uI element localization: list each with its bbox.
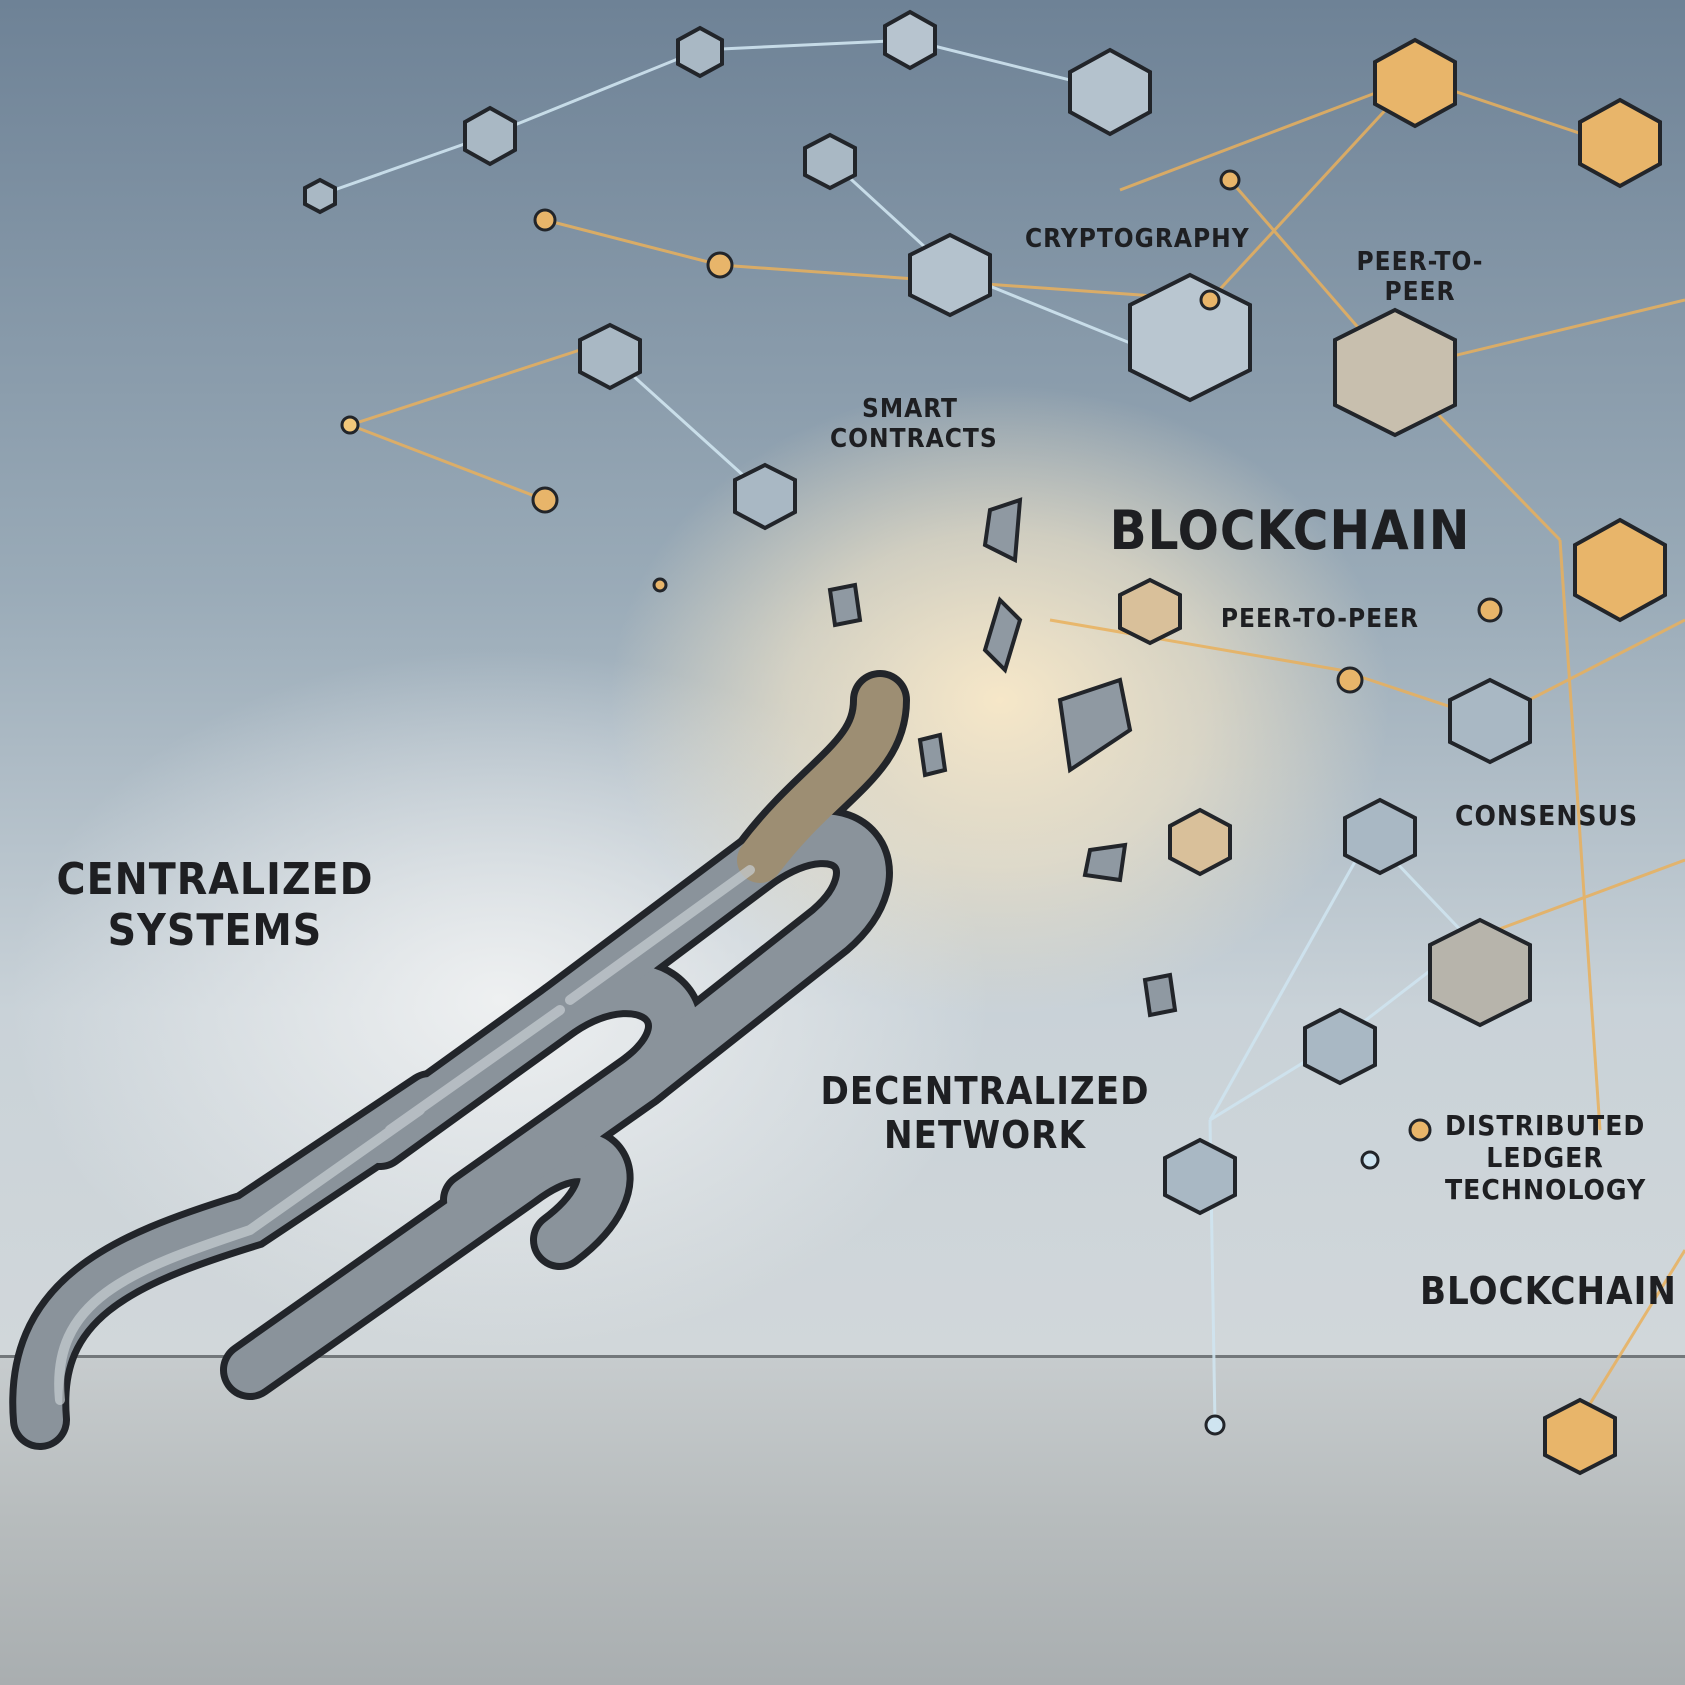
- blockchain-node-icon: [883, 9, 937, 71]
- label-peer-to-peer-mid: PEER-TO-PEER: [1220, 604, 1420, 634]
- blockchain-node-icon: [1448, 677, 1532, 765]
- blockchain-node-icon: [1373, 37, 1457, 129]
- label-smart-contracts: SMART CONTRACTS: [830, 394, 998, 454]
- blockchain-node-icon: [303, 177, 337, 215]
- blockchain-node-icon: [803, 132, 857, 191]
- blockchain-node-icon: [578, 322, 642, 391]
- cracked-ground: [0, 1355, 1685, 1685]
- label-cryptography: CRYPTOGRAPHY: [1025, 224, 1250, 254]
- label-decentralized-network: DECENTRALIZED NETWORK: [820, 1069, 1150, 1157]
- label-centralized-systems: CENTRALIZED SYSTEMS: [56, 854, 374, 956]
- horizon-line: [0, 1355, 1685, 1358]
- blockchain-node-icon: [1118, 577, 1182, 646]
- label-consensus: CONSENSUS: [1455, 799, 1639, 832]
- blockchain-node-icon: [733, 462, 797, 531]
- blockchain-node-icon: [1068, 47, 1152, 137]
- blockchain-node-icon: [1168, 807, 1232, 877]
- blockchain-node-icon: [676, 25, 724, 79]
- label-peer-to-peer-top: PEER-TO-PEER: [1356, 247, 1484, 307]
- blockchain-node-icon: [1303, 1007, 1377, 1086]
- blockchain-node-icon: [1343, 797, 1417, 876]
- blockchain-node-icon: [908, 232, 992, 318]
- label-distributed-ledger-technology: DISTRIBUTED LEDGER TECHNOLOGY: [1445, 1109, 1647, 1207]
- blockchain-node-icon: [1573, 517, 1667, 623]
- blockchain-node-icon: [1333, 307, 1457, 438]
- blockchain-node-icon: [463, 105, 517, 167]
- blockchain-node-icon: [1543, 1397, 1617, 1476]
- blockchain-node-icon: [1128, 272, 1252, 403]
- blockchain-node-icon: [1163, 1137, 1237, 1216]
- blockchain-node-icon: [1578, 97, 1662, 189]
- blockchain-node-icon: [1428, 917, 1532, 1028]
- label-blockchain-bottom: BLOCKCHAIN: [1420, 1269, 1677, 1313]
- label-blockchain-main: BLOCKCHAIN: [1109, 499, 1471, 562]
